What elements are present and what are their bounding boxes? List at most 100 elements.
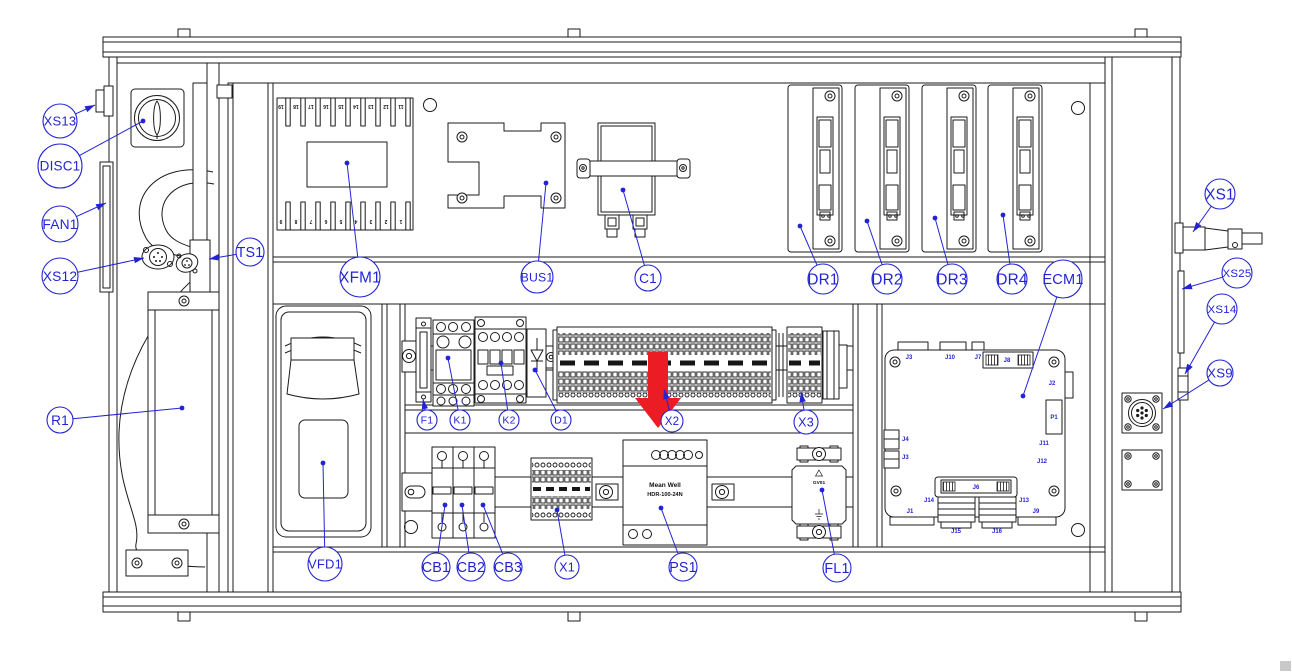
ecm1-connector-label: J16: [992, 529, 1003, 535]
callout-label: CB2: [457, 560, 485, 576]
callout-label: XS12: [43, 269, 78, 284]
leader-dot: [498, 360, 504, 366]
mounting-hole: [404, 520, 418, 534]
callout-label: XS9: [1207, 366, 1233, 381]
callout-balloon: [41, 205, 79, 243]
callout-dr1: DR1: [797, 223, 839, 295]
leader-dot: [554, 507, 560, 513]
terminal-block-x1: [530, 457, 593, 521]
xfm1-terminal-number: 7: [309, 218, 312, 224]
leader-arrowhead-icon: [95, 203, 106, 211]
leader-dot: [459, 502, 465, 508]
callout-balloon: [449, 409, 471, 431]
leader-dot: [480, 502, 486, 508]
fl1-marking: GV01: [813, 480, 826, 486]
connector-plate-xs9: [1121, 392, 1163, 434]
callout-label: XS13: [44, 114, 77, 129]
circuit-breakers-cb1-cb3: [431, 446, 496, 539]
xfm1-terminal-number: 15: [338, 103, 344, 109]
ecm1-connector-label: J4: [902, 437, 909, 443]
callout-balloon: [235, 237, 265, 267]
bottom-rail: [102, 591, 1182, 613]
enclosure-frame: [102, 28, 1182, 622]
leader-arrowhead-icon: [1185, 363, 1193, 374]
temp-sensor-ts1: [175, 239, 211, 296]
mounting-hole: [1071, 523, 1085, 537]
top-rail: [102, 36, 1182, 58]
callout-label: D1: [554, 415, 568, 427]
leader-dot: [532, 367, 538, 373]
capacitor-c1: [576, 122, 691, 238]
callout-balloon: [37, 143, 83, 189]
ecm1-connector-label: J14: [924, 498, 935, 504]
callout-xs1: XS1: [1192, 178, 1236, 233]
ecm1-connector-label: J2: [1049, 381, 1056, 387]
callout-label: F1: [421, 415, 434, 427]
callout-balloon: [550, 409, 572, 431]
xfm1-terminal-number: 8: [294, 218, 297, 224]
callout-label: FAN1: [42, 217, 77, 232]
callout-cb2: CB2: [456, 502, 486, 582]
contactor-k1: [432, 319, 475, 407]
callout-ecm1: ECM1: [1020, 259, 1083, 399]
ecm1-connector-label: J10: [945, 355, 956, 361]
ps1-brand-label: Mean Well: [649, 482, 681, 489]
leader-dot: [344, 160, 350, 166]
callout-xs9: XS9: [1162, 359, 1234, 410]
leader-dot: [819, 487, 825, 493]
din-clip: [595, 483, 619, 501]
callout-balloon: [871, 263, 903, 295]
leader-dot: [797, 223, 803, 229]
callout-balloon: [1204, 178, 1236, 210]
callout-balloon: [46, 406, 74, 434]
xfm1-terminal-number: 4: [354, 218, 357, 224]
callout-balloon: [936, 263, 968, 295]
connector-xs25: [1177, 270, 1185, 354]
callout-x3: X3: [793, 391, 819, 435]
callout-label: X3: [798, 415, 814, 429]
callout-balloon: [1043, 259, 1083, 299]
callout-ts1: TS1: [208, 237, 265, 267]
connector-xs1: [1174, 222, 1263, 254]
terminal-strip-x3: [786, 326, 848, 404]
ecm1-connector-label: J13: [1019, 498, 1030, 504]
ecm1-connector-label: J11: [1039, 441, 1049, 447]
vertical-duct: [227, 82, 274, 593]
line-filter-fl1: GV01: [791, 445, 847, 541]
callout-d1: D1: [532, 367, 572, 431]
leader-dot: [658, 505, 664, 511]
callout-x1: X1: [554, 507, 580, 580]
callout-balloon: [339, 256, 381, 298]
connector-xs12: [141, 244, 175, 270]
callout-balloon: [493, 552, 523, 582]
callout-label: XFM1: [339, 269, 381, 286]
callout-label: DR3: [936, 271, 967, 288]
callout-label: R1: [51, 413, 69, 428]
brake-resistor-r1: [125, 291, 220, 577]
leader-arrowhead-icon: [799, 392, 806, 403]
ecm1-connector-label: J15: [951, 529, 962, 535]
ecm1-connector-label: J6: [973, 485, 980, 491]
right-wall: [1104, 56, 1181, 593]
leader-dot: [179, 405, 185, 411]
din-clip: [711, 483, 735, 501]
scrollbar-corner-artifact: [1280, 661, 1291, 671]
xfm1-terminal-number: 13: [368, 103, 374, 109]
callout-balloon: [807, 263, 839, 295]
xfm1-top-tabs: [285, 97, 411, 127]
xfm1-bottom-tabs: [285, 201, 411, 231]
ecm1-connector-label: J3: [906, 355, 913, 361]
connector-xs14: [1177, 367, 1189, 401]
xfm1-terminal-number: 3: [369, 218, 372, 224]
callout-r1: R1: [46, 405, 185, 434]
callout-label: FL1: [824, 561, 849, 577]
callout-c1: C1: [620, 187, 662, 292]
leader-arrowhead-icon: [663, 389, 670, 400]
callout-cb3: CB3: [480, 502, 523, 582]
leader-dot: [543, 180, 549, 186]
ground-symbol: [815, 509, 823, 520]
leader-dot: [1020, 393, 1026, 399]
callout-label: K2: [502, 415, 515, 427]
